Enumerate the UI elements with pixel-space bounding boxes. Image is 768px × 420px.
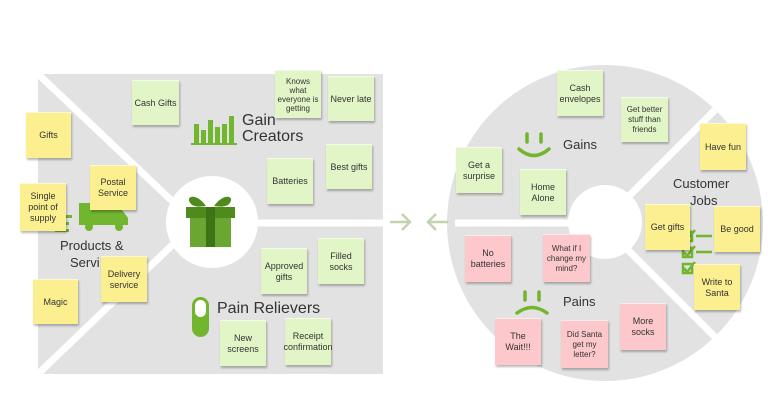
sticky-note-receipt-confirmation: Receipt confirmation xyxy=(284,318,333,365)
frown-icon xyxy=(515,290,549,315)
sticky-note-delivery-service: Delivery service xyxy=(101,256,147,302)
sticky-note-cash-envelopes: Cash envelopes xyxy=(557,70,603,116)
sticky-note-approved-gifts: Approved gifts xyxy=(261,248,307,294)
sticky-note-gifts: Gifts xyxy=(26,112,71,158)
arrow-left-icon xyxy=(426,213,448,231)
sticky-note-new-screens: New screens xyxy=(220,320,266,366)
sticky-note-get-a-surprise: Get a surprise xyxy=(456,147,502,193)
gift-icon xyxy=(186,196,235,247)
profile-divider-lower xyxy=(625,247,718,340)
customer-jobs-label-line2: Jobs xyxy=(690,193,718,208)
sticky-note-be-good: Be good xyxy=(714,206,760,252)
gains-label: Gains xyxy=(563,137,597,152)
sticky-note-no-batteries: No batteries xyxy=(465,235,511,282)
products-services-label-line2: Servi xyxy=(70,255,100,270)
sticky-note-more-socks: More socks xyxy=(620,303,666,350)
sticky-note-santa-letter: Did Santa get my letter? xyxy=(561,320,608,368)
sticky-note-knows-what: Knows what everyone is getting xyxy=(275,70,321,118)
sticky-note-cash-gifts: Cash Gifts xyxy=(132,80,179,125)
sticky-note-magic: Magic xyxy=(33,279,78,324)
sticky-note-filled-socks: Filled socks xyxy=(318,238,364,284)
sticky-note-postal-service: Postal Service xyxy=(90,165,136,210)
sticky-note-the-wait: The Wait!!! xyxy=(495,318,541,365)
gain-creators-label-line1: Gain xyxy=(242,112,276,129)
sticky-note-home-alone: Home Alone xyxy=(520,169,566,215)
sticky-note-get-gifts: Get gifts xyxy=(645,204,690,250)
sticky-note-best-gifts: Best gifts xyxy=(326,144,372,189)
smile-icon xyxy=(517,132,551,158)
sticky-note-change-my-mind: What if I change my mind? xyxy=(543,234,590,282)
pains-label: Pains xyxy=(563,294,596,309)
sticky-note-single-point-of-supply: Single point of supply xyxy=(20,183,66,231)
sticky-note-have-fun: Have fun xyxy=(700,123,746,170)
sticky-note-write-to-santa: Write to Santa xyxy=(694,264,740,310)
sticky-note-batteries: Batteries xyxy=(267,158,313,204)
value-map-divider-diagonal xyxy=(35,71,193,221)
pain-relievers-label: Pain Relievers xyxy=(217,300,321,317)
pill-icon xyxy=(192,297,209,337)
sticky-note-never-late: Never late xyxy=(328,76,374,121)
customer-jobs-label-line1: Customer xyxy=(673,176,730,191)
gain-creators-label-line2: Creators xyxy=(242,128,304,145)
arrow-right-icon xyxy=(390,213,412,231)
bar-chart-icon xyxy=(191,116,237,145)
sticky-note-get-better-stuff: Get better stuff than friends xyxy=(621,97,668,142)
products-services-label-line1: Products & xyxy=(60,238,124,253)
